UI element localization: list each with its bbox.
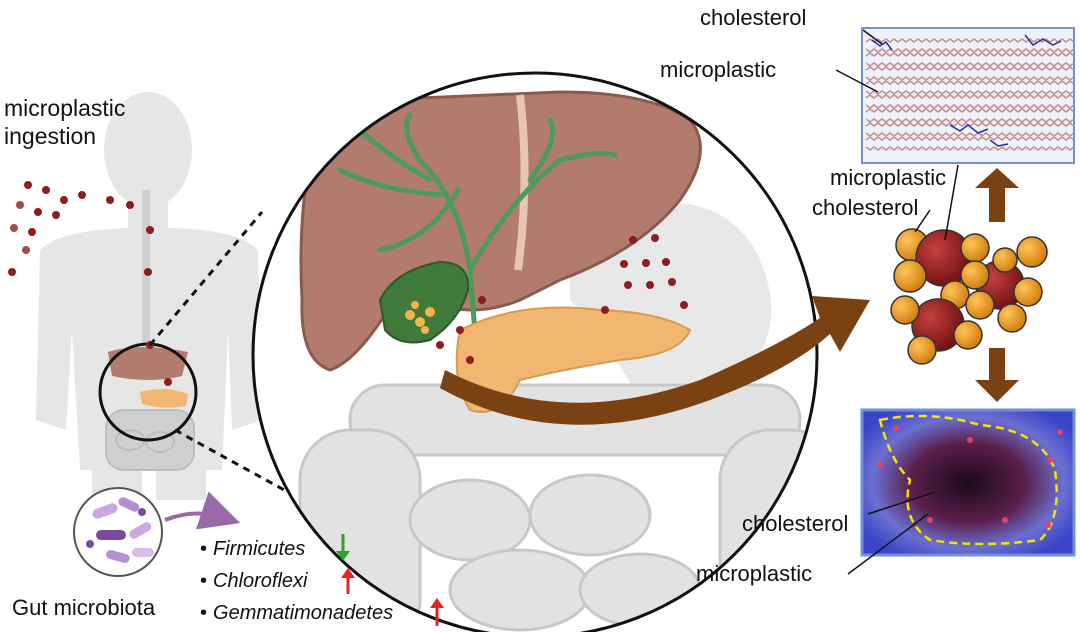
- bacteria: [86, 497, 154, 563]
- image-microplastic-label: microplastic: [696, 561, 813, 586]
- polymer-strand: [865, 136, 1075, 141]
- ingestion-label-line1: microplastic: [4, 95, 126, 121]
- taxon-name: Gemmatimonadetes: [213, 602, 394, 624]
- polymer-strand: [865, 108, 1075, 113]
- body-liver: [108, 347, 188, 380]
- zoom-circle: [251, 71, 819, 632]
- microbiota-arrow: [164, 491, 241, 530]
- aggregate-microplastic-label: microplastic: [830, 165, 947, 190]
- image-cholesterol-label: cholesterol: [742, 511, 849, 536]
- md-strands: [865, 38, 1075, 151]
- taxon-row-firmicutes: •Firmicutes: [200, 538, 306, 560]
- gallbladder: [378, 260, 470, 344]
- md-cholesterol: [871, 34, 1062, 147]
- bile-ducts: [337, 112, 618, 373]
- polymer-strand: [865, 38, 1075, 43]
- down-arrow: [975, 348, 1019, 402]
- polymer-strand: [865, 52, 1075, 57]
- zoom-line-top: [148, 211, 264, 346]
- polymer-strand: [865, 48, 1075, 53]
- polymer-strand: [865, 132, 1075, 137]
- polymer-strand: [865, 80, 1075, 85]
- up-arrow: [975, 168, 1019, 222]
- transport-arrow: [440, 296, 870, 425]
- taxon-name: Firmicutes: [213, 538, 306, 560]
- polymer-strand: [865, 66, 1075, 71]
- md-microplastic-label: microplastic: [660, 57, 777, 82]
- gut-microbiota-label: Gut microbiota: [12, 595, 156, 620]
- zoom-circle-content: [253, 73, 817, 632]
- polymer-strand: [865, 62, 1075, 67]
- body-pancreas: [140, 388, 188, 408]
- ingestion-label-line2: ingestion: [4, 123, 97, 149]
- taxon-name: Chloroflexi: [213, 570, 308, 592]
- taxon-row-gemmatimonadetes: •Gemmatimonadetes: [200, 602, 394, 624]
- aggregate: [890, 228, 1048, 365]
- polymer-strand: [865, 76, 1075, 81]
- polymer-strand: [865, 104, 1075, 109]
- microscopy-image: [860, 408, 1076, 557]
- aggregate-cholesterol-label: cholesterol: [812, 195, 919, 220]
- polymer-strand: [865, 90, 1075, 95]
- md-cholesterol-label: cholesterol: [700, 5, 807, 30]
- polymer-strand: [865, 94, 1075, 99]
- polymer-strand: [865, 118, 1075, 123]
- taxon-row-chloroflexi: •Chloroflexi: [200, 570, 308, 592]
- polymer-strand: [865, 146, 1075, 151]
- pancreas: [455, 306, 692, 413]
